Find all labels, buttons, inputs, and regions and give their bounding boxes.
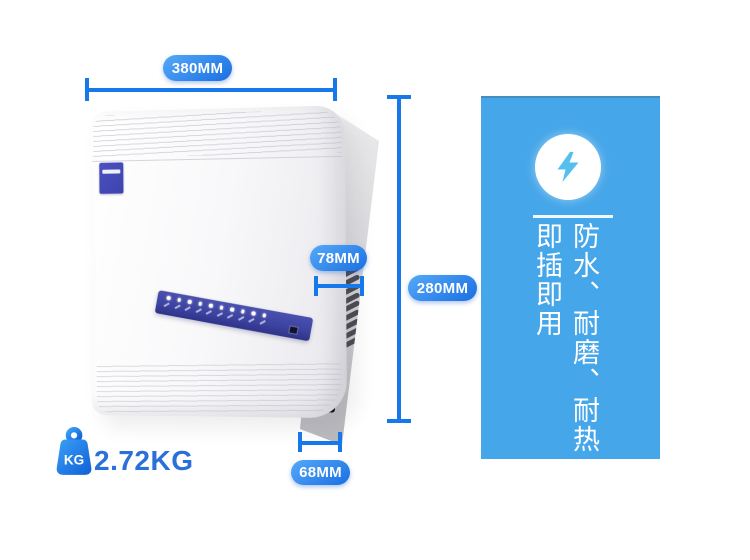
bottom-depth-dimension-line (300, 441, 341, 445)
depth-dimension-cap-right (360, 276, 364, 296)
bottom-depth-cap-right (338, 432, 342, 452)
led-dot (229, 307, 235, 312)
panel-divider-line (533, 215, 613, 218)
depth-dimension-cap-left (314, 276, 318, 296)
depth-dimension-line (317, 284, 363, 288)
width-dimension-cap-right (333, 78, 337, 101)
device-front-face (89, 105, 348, 419)
led-dot (198, 301, 203, 306)
led-label (226, 314, 233, 319)
bottom-depth-cap-left (298, 432, 302, 452)
led-dot (219, 305, 224, 310)
height-dimension-line (397, 96, 401, 423)
led-label (248, 317, 255, 323)
feature-text-durability: 防水、耐磨、耐热 (569, 222, 599, 454)
feature-panel: 防水、耐磨、耐热 即插即用 (481, 96, 660, 459)
led-label (173, 304, 181, 309)
led-dot (176, 297, 182, 302)
led-label (237, 315, 244, 321)
width-dimension-line (87, 88, 336, 92)
led-dot (208, 303, 213, 308)
led-label (184, 306, 191, 311)
led-dot (187, 299, 192, 304)
weight-value: 2.72KG (94, 445, 194, 476)
led-indicator-strip (154, 290, 314, 342)
weight-icon-label: KG (64, 452, 84, 467)
feature-text-vertical: 防水、耐磨、耐热 即插即用 (528, 222, 602, 459)
depth-dimension-badge: 78MM (310, 245, 367, 271)
bottom-ridges (96, 362, 342, 416)
height-dimension-badge: 280MM (408, 275, 477, 301)
lightning-circle (535, 134, 601, 200)
led-dot (166, 295, 171, 300)
lightning-bolt-icon (557, 152, 579, 182)
bottom-depth-badge: 68MM (291, 460, 350, 485)
led-label (205, 310, 212, 315)
feature-text-plug: 即插即用 (532, 222, 562, 338)
led-dot (251, 311, 256, 316)
led-dot (240, 309, 245, 314)
sticker-micro-text (102, 169, 121, 174)
led-label (258, 319, 266, 325)
top-ridges (92, 109, 342, 158)
height-dimension-cap-top (387, 95, 411, 99)
strip-port (288, 325, 299, 336)
width-dimension-cap-left (85, 78, 89, 101)
weight-kettlebell-icon: KG (56, 427, 92, 475)
led-label (163, 302, 170, 307)
led-dot (261, 313, 267, 318)
height-dimension-cap-bottom (387, 419, 411, 423)
led-label (195, 308, 202, 313)
led-label (216, 312, 223, 317)
brand-sticker (99, 162, 124, 194)
width-dimension-badge: 380MM (163, 55, 232, 81)
